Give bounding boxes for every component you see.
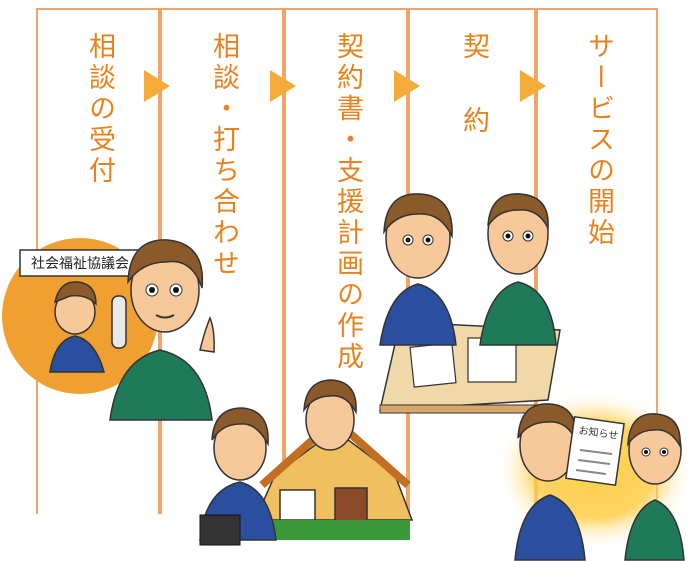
arrow-right-icon <box>270 70 296 102</box>
reception-illustration: 社会福祉協議会 <box>2 238 215 421</box>
briefcase-icon <box>199 514 241 546</box>
phone-icon <box>111 295 127 349</box>
service-start-illustration: お知らせ <box>495 390 689 561</box>
arrow-right-icon <box>144 70 170 102</box>
step-2-label: 相談・打ち合わせ <box>208 32 239 280</box>
arrow-right-icon <box>520 70 546 102</box>
home-visit-illustration <box>199 379 414 546</box>
step-4-label: 契 約 <box>458 32 489 143</box>
step-1-label: 相談の受付 <box>84 32 115 187</box>
step-5-label: サービスの開始 <box>583 32 614 249</box>
step-3-label: 契約書・支援計画の作成 <box>332 32 363 373</box>
house-door <box>334 487 368 523</box>
sign-text: 社会福祉協議会 <box>31 255 129 272</box>
contract-meeting-illustration <box>379 193 561 414</box>
arrow-right-icon <box>394 70 420 102</box>
